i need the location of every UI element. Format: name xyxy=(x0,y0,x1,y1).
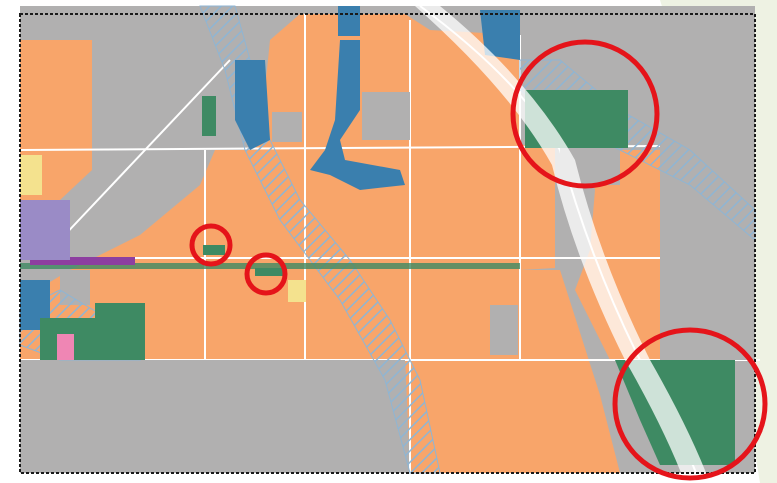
water-bodies xyxy=(20,6,520,330)
school-zone xyxy=(20,155,42,195)
commercial-strip xyxy=(30,257,135,265)
highway-corridor xyxy=(415,6,710,483)
residential-south xyxy=(405,270,620,473)
city-boundary xyxy=(19,13,756,474)
water-lake xyxy=(310,40,405,190)
highlight-ring-southeast xyxy=(612,327,768,481)
highlight-ring-west-park xyxy=(189,223,233,267)
mixed-use-zone xyxy=(57,334,74,360)
open-space-sw xyxy=(95,303,145,360)
school-zone-2 xyxy=(288,280,306,302)
highlight-ring-northeast xyxy=(510,39,660,189)
residential-east xyxy=(575,150,660,360)
highlight-ring-central-park xyxy=(244,252,288,296)
special-use-zones xyxy=(20,155,306,360)
highlight-rings xyxy=(189,39,768,481)
industrial-zone xyxy=(20,200,70,260)
